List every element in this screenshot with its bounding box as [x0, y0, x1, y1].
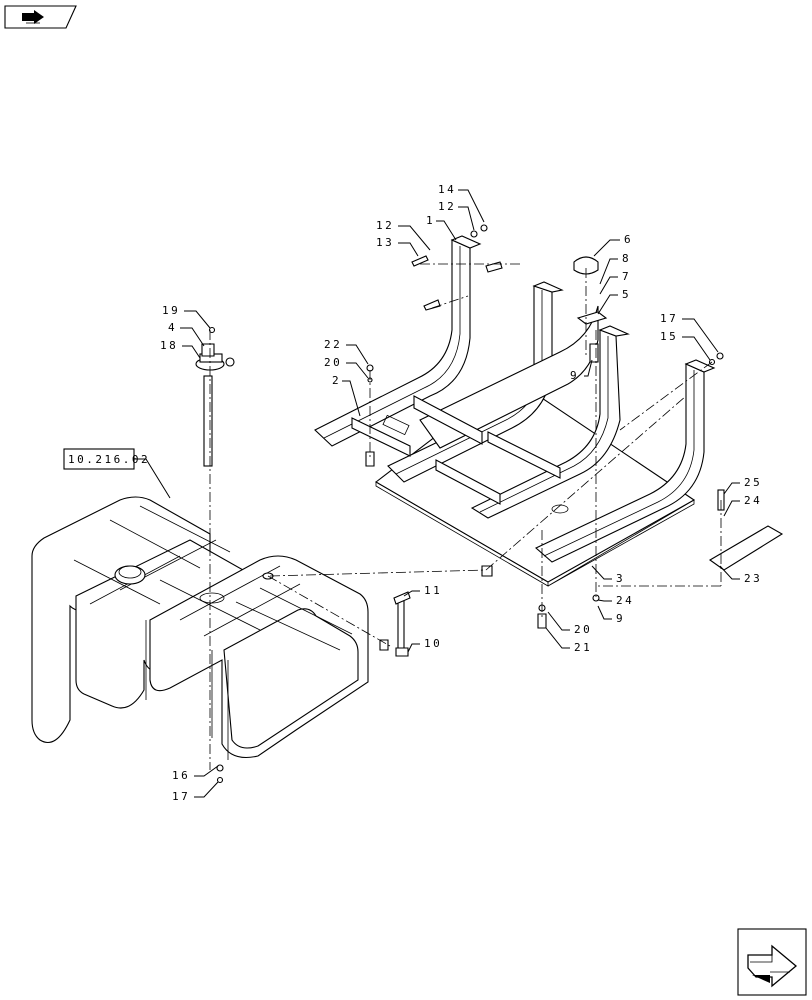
callout-9: 9 — [616, 612, 625, 625]
bracket-frame — [314, 235, 716, 587]
callout-15: 15 — [660, 330, 678, 343]
callout-12: 12 — [376, 219, 394, 232]
callout-23: 23 — [744, 572, 762, 585]
callout-5: 5 — [622, 288, 631, 301]
callouts: 14 12 12 13 1 6 8 7 5 9 19 4 18 — [160, 183, 762, 803]
callout-21: 21 — [574, 641, 592, 654]
fuel-tank — [31, 496, 369, 760]
callout-18: 18 — [160, 339, 178, 352]
sender-unit — [195, 326, 235, 467]
back-arrow-icon[interactable] — [4, 5, 77, 29]
reference-box[interactable]: 10.216.02 — [63, 448, 171, 499]
forward-arrow-icon[interactable] — [737, 928, 807, 996]
callout-2: 2 — [332, 374, 341, 387]
callout-1: 1 — [426, 214, 435, 227]
callout-17: 17 — [660, 312, 678, 325]
bracket-hardware — [365, 224, 784, 629]
callout-10: 10 — [424, 637, 442, 650]
callout-13: 13 — [376, 236, 394, 249]
callout-20: 20 — [574, 623, 592, 636]
assembly-centerlines — [209, 263, 722, 770]
callout-20: 20 — [324, 356, 342, 369]
callout-3: 3 — [616, 572, 625, 585]
callout-12: 12 — [438, 200, 456, 213]
callout-9: 9 — [570, 369, 579, 382]
callout-24: 24 — [616, 594, 634, 607]
reference-label: 10.216.02 — [68, 453, 150, 466]
callout-4: 4 — [168, 321, 177, 334]
callout-14: 14 — [438, 183, 456, 196]
callout-11: 11 — [424, 584, 442, 597]
callout-24: 24 — [744, 494, 762, 507]
callout-17: 17 — [172, 790, 190, 803]
callout-6: 6 — [624, 233, 633, 246]
callout-19: 19 — [162, 304, 180, 317]
callout-7: 7 — [622, 270, 631, 283]
callout-16: 16 — [172, 769, 190, 782]
callout-25: 25 — [744, 476, 762, 489]
callout-22: 22 — [324, 338, 342, 351]
callout-8: 8 — [622, 252, 631, 265]
